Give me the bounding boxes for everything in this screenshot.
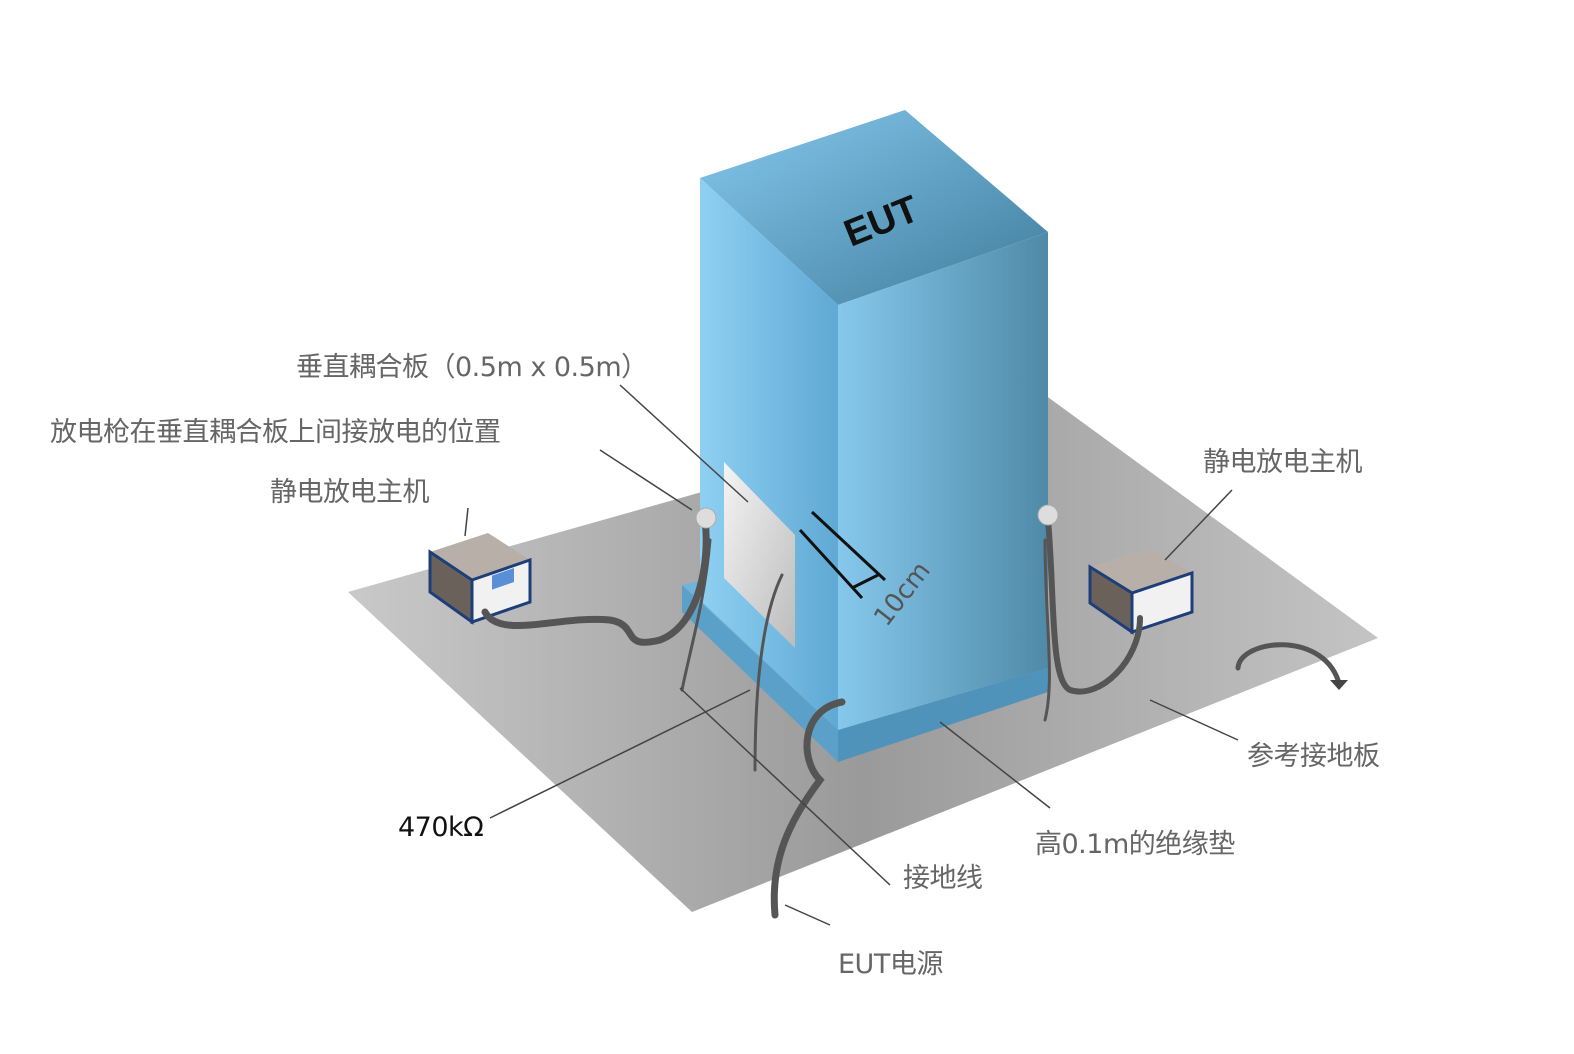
eut-top-face — [700, 110, 1048, 305]
label-esd-generator-right: 静电放电主机 — [1203, 447, 1363, 478]
discharge-tips — [695, 504, 1059, 529]
label-insulating-mat: 高0.1m的绝缘垫 — [1035, 829, 1235, 860]
label-ground-plane: 参考接地板 — [1247, 741, 1380, 772]
eut-left-face — [700, 178, 838, 730]
label-resistor: 470kΩ — [398, 812, 484, 843]
eut-right-face — [838, 232, 1048, 730]
esd-generator-right — [1088, 548, 1194, 635]
esd-generator-left — [428, 533, 532, 625]
leader-lines — [464, 384, 1239, 926]
vertical-coupling-plane — [724, 462, 795, 648]
cables — [481, 516, 1341, 919]
label-coupling-plane: 垂直耦合板（0.5m x 0.5m） — [296, 352, 648, 383]
label-ground-wire: 接地线 — [903, 863, 983, 894]
label-esd-generator-left: 静电放电主机 — [270, 477, 430, 508]
ground-symbol-icon — [1330, 680, 1348, 690]
insulating-mat-right — [838, 668, 1048, 762]
label-indirect-discharge: 放电枪在垂直耦合板上间接放电的位置 — [50, 417, 501, 448]
distance-dimension — [798, 510, 887, 600]
label-eut-power: EUT电源 — [838, 949, 943, 980]
